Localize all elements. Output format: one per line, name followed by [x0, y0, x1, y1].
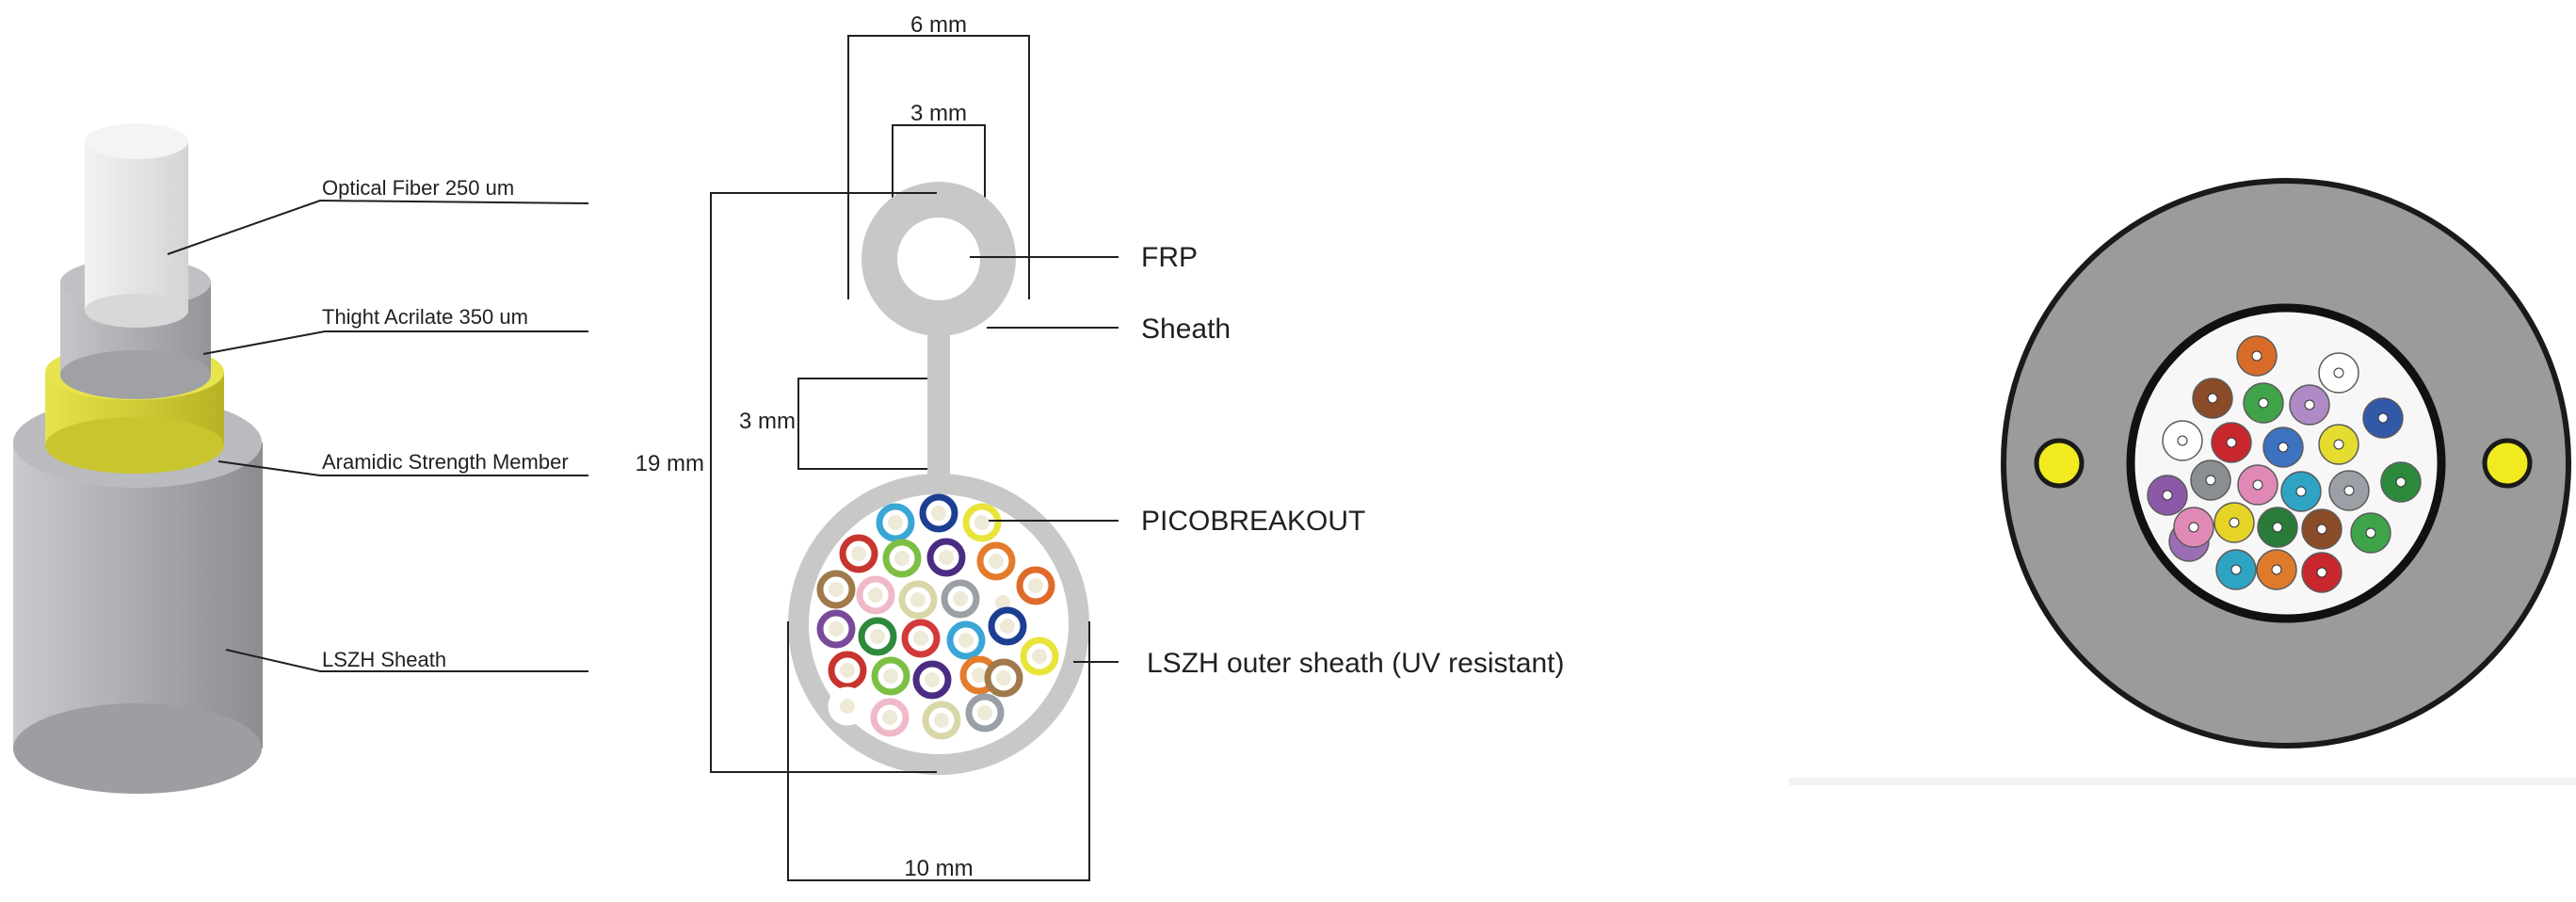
fiber-tube-core	[2205, 475, 2216, 486]
dim-top-inner-label: 3 mm	[910, 101, 967, 126]
fiber-tube-core	[2272, 522, 2283, 533]
fiber-tube-core	[2229, 517, 2240, 528]
pico-tube-core	[882, 710, 897, 725]
pico-tube-core	[894, 551, 910, 566]
middle-dimension-diagram: 6 mm 3 mm 19 mm 3 mm 10 mm FRP Sheat	[636, 12, 1565, 881]
pico-tube-core	[972, 668, 987, 683]
callout-outer-sheath: LSZH outer sheath (UV resistant)	[1147, 648, 1565, 679]
pico-tube-core	[910, 592, 926, 607]
fiber-tube-core	[2207, 393, 2218, 404]
left-cable-3d: Optical Fiber 250 um Thight Acrilate 350…	[13, 123, 589, 794]
pico-tube-core	[977, 705, 992, 720]
pico-tube-core	[840, 699, 855, 714]
pico-tube-core	[974, 515, 990, 530]
dim-top-outer-label: 6 mm	[910, 12, 967, 38]
pico-tube-core	[939, 550, 954, 565]
fiber-tube-core	[2365, 527, 2376, 539]
pico-tube-core	[934, 713, 949, 728]
shadow-line	[1789, 778, 2576, 785]
fiber-tube-core	[2230, 564, 2242, 575]
strength-rod-left	[2034, 438, 2085, 489]
fiber-tube-core	[2188, 522, 2199, 533]
dim-height-label: 19 mm	[636, 451, 704, 476]
right-cable-cross-section	[1789, 178, 2576, 785]
fiber-tube-core	[2343, 485, 2355, 496]
frp-core	[897, 217, 980, 300]
fiber-tube-core	[2333, 367, 2344, 379]
label-optical-fiber: Optical Fiber 250 um	[322, 176, 514, 200]
fiber-tube-core	[2304, 399, 2315, 411]
pico-tube-core	[1028, 578, 1043, 593]
strength-rod-right	[2482, 438, 2533, 489]
label-aramid-strength-member: Aramidic Strength Member	[322, 450, 569, 474]
fiber-tube-core	[2271, 564, 2282, 575]
pico-tube-core	[995, 595, 1010, 610]
pico-tube-core	[989, 554, 1004, 569]
callout-sheath: Sheath	[1141, 314, 1231, 345]
pico-tube-core	[913, 631, 928, 646]
fiber-tube-core	[2316, 567, 2327, 578]
pico-tube-core	[931, 506, 946, 521]
callout-frp: FRP	[1141, 242, 1198, 273]
label-lszh-sheath: LSZH Sheath	[322, 648, 446, 671]
pico-tube-core	[888, 515, 903, 530]
dim-neck-bracket	[797, 378, 927, 470]
pico-tube-core	[1000, 619, 1015, 634]
fiber-tube-core	[2258, 397, 2269, 409]
pico-tube-core	[829, 582, 844, 597]
middle-leader-lines	[970, 256, 1119, 663]
pico-tube-core	[925, 672, 940, 687]
label-tight-acrilate: Thight Acrilate 350 um	[322, 305, 528, 329]
fiber-tube-core	[2226, 437, 2237, 448]
pico-tube-core	[868, 588, 883, 603]
pico-tube-core	[953, 591, 968, 606]
callout-picobreakout: PICOBREAKOUT	[1141, 506, 1365, 537]
dim-top-outer-bracket	[847, 35, 1030, 299]
dim-height-bracket	[710, 192, 937, 773]
pico-tube-core	[829, 621, 844, 636]
dim-neck-label: 3 mm	[739, 409, 796, 434]
picobreakout-tubes	[816, 493, 1059, 740]
fiber-tube-core	[2251, 350, 2262, 362]
fiber-tube-core	[2295, 486, 2307, 497]
fiber-tube-core	[2177, 435, 2188, 446]
pico-tube-core	[996, 670, 1011, 685]
pico-tube-core	[840, 663, 855, 678]
pico-tube-core	[851, 546, 866, 561]
fiber-tube-core	[2252, 479, 2263, 491]
fiber-tube-core	[2278, 442, 2289, 453]
dim-bottom-bracket	[787, 621, 1090, 881]
fiber-tube-core	[2333, 439, 2344, 450]
fiber-tube-core	[2377, 412, 2389, 424]
fiber-tube-core	[2316, 523, 2327, 535]
dim-bottom-label: 10 mm	[904, 856, 973, 881]
left-leader-lines	[167, 199, 589, 672]
optical-fiber-core	[85, 123, 188, 328]
pico-tube-core	[870, 629, 885, 644]
right-fiber-tubes	[2147, 335, 2422, 593]
fiber-tube-core	[2395, 476, 2407, 488]
pico-tube-core	[1032, 649, 1047, 664]
fiber-tube-core	[2162, 490, 2173, 501]
pico-tube-core	[883, 668, 898, 684]
sheath-neck	[927, 330, 950, 480]
pico-tube-core	[958, 633, 974, 648]
